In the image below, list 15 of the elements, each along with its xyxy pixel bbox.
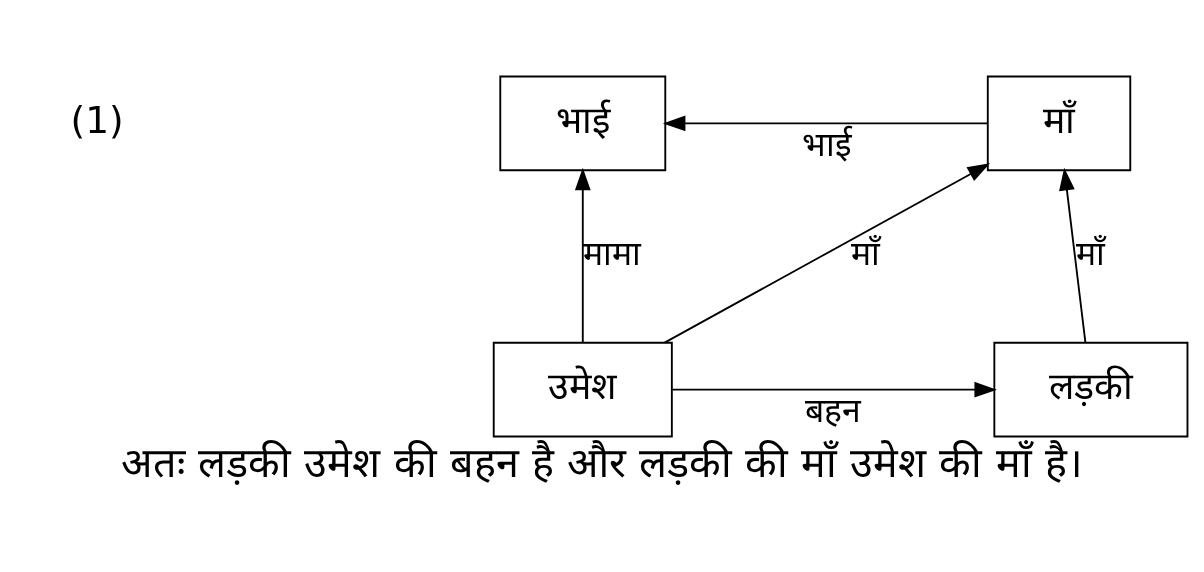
caption: अतः लड़की उमेश की बहन है और लड़की की माँ उमेश की माँ है।	[121, 438, 1083, 487]
node-box: लड़की	[993, 341, 1189, 437]
arrow	[1059, 167, 1087, 344]
node-box: उमेश	[492, 341, 673, 437]
arrow	[663, 162, 991, 344]
edge-label: माँ	[851, 233, 881, 273]
arrow	[662, 115, 989, 131]
edge-label: भाई	[801, 124, 852, 164]
edge-label: बहन	[805, 390, 862, 430]
label: (1)	[70, 97, 124, 142]
node-box: भाई	[499, 75, 667, 171]
arrow	[574, 167, 591, 344]
node-box: माँ	[986, 75, 1132, 171]
edge-label: माँ	[1076, 233, 1106, 273]
arrow	[670, 381, 997, 397]
